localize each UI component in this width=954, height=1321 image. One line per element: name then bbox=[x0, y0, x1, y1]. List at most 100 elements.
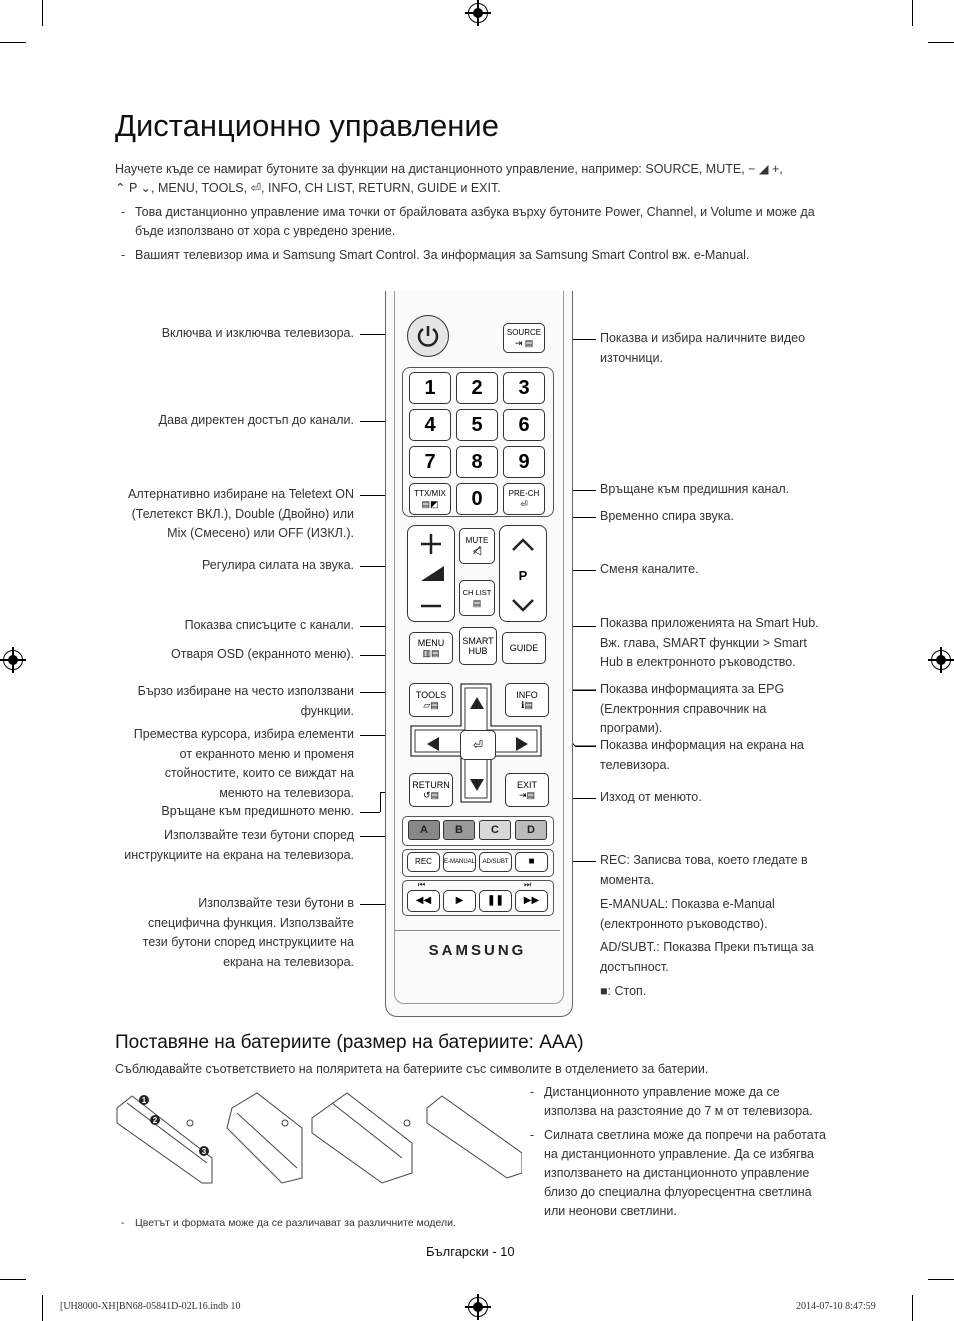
label-guide: Показва информацията за EPG (Електронния… bbox=[600, 682, 785, 735]
channel-arrows-icon: P bbox=[512, 538, 534, 612]
crop-mark bbox=[42, 0, 43, 26]
crop-mark bbox=[912, 1295, 913, 1321]
tools-icon: ▱▤ bbox=[423, 700, 439, 710]
menu-button[interactable]: MENU ▥▤ bbox=[409, 632, 453, 664]
remote-divider bbox=[395, 930, 560, 931]
exit-button[interactable]: EXIT ⇥▤ bbox=[505, 773, 549, 807]
registration-mark-icon bbox=[0, 647, 26, 673]
digit-button[interactable]: 9 bbox=[503, 446, 545, 478]
crop-mark bbox=[928, 42, 954, 43]
return-icon: ↺▤ bbox=[422, 790, 440, 800]
color-button-c[interactable]: C bbox=[479, 820, 511, 840]
mute-button[interactable]: MUTE ◁̸ bbox=[459, 528, 495, 564]
power-button[interactable] bbox=[407, 315, 449, 357]
label-color-buttons: Използвайте тези бутони според инструкци… bbox=[124, 828, 354, 862]
channel-rocker[interactable]: P bbox=[499, 525, 547, 622]
digit-button[interactable]: 6 bbox=[503, 409, 545, 441]
down-arrow-button[interactable] bbox=[466, 770, 488, 800]
digit-button[interactable]: 5 bbox=[456, 409, 498, 441]
rec-button[interactable]: REC bbox=[407, 852, 440, 872]
intro-line-1: Научете къде се намират бутоните за функ… bbox=[115, 162, 783, 176]
digit-button[interactable]: 7 bbox=[409, 446, 451, 478]
battery-illustration: 1 2 3 bbox=[116, 1092, 522, 1184]
crop-mark bbox=[0, 1279, 26, 1280]
color-button-b[interactable]: B bbox=[443, 820, 475, 840]
label-media-buttons: Използвайте тези бутони в специфична фун… bbox=[142, 896, 354, 969]
label-stop: ■: Стоп. bbox=[600, 984, 647, 998]
step-1-label: 1 bbox=[142, 1096, 147, 1105]
crop-mark bbox=[912, 0, 913, 26]
battery-heading: Поставяне на батериите (размер на батери… bbox=[115, 1032, 584, 1053]
digit-button-zero[interactable]: 0 bbox=[456, 483, 498, 515]
leader-line bbox=[360, 904, 405, 905]
leader-line bbox=[380, 792, 381, 812]
samsung-logo: SAMSUNG bbox=[428, 942, 527, 959]
color-button-a[interactable]: A bbox=[408, 820, 440, 840]
ad-subt-button[interactable]: AD/SUBT bbox=[479, 852, 512, 872]
teletext-icon: ▤◩ bbox=[421, 499, 439, 509]
menu-icon: ▥▤ bbox=[422, 648, 440, 658]
battery-note-distance: Дистанционното управление може да се изп… bbox=[530, 1083, 844, 1121]
leader-line bbox=[550, 861, 596, 862]
stop-button[interactable]: ■ bbox=[515, 852, 548, 872]
label-emanual: E-MANUAL: Показва e-Manual (електронното… bbox=[600, 897, 775, 931]
prev-track-icon: ⏮ bbox=[418, 880, 426, 889]
up-arrow-button[interactable] bbox=[466, 688, 488, 718]
info-button[interactable]: INFO ℹ▤ bbox=[505, 683, 549, 717]
e-manual-button[interactable]: E-MANUAL bbox=[443, 852, 476, 872]
pre-ch-button[interactable]: PRE-CH ⏎ bbox=[503, 483, 545, 515]
rewind-button[interactable]: ◀◀ bbox=[407, 890, 440, 912]
label-source: Показва и избира наличните видео източни… bbox=[600, 331, 806, 365]
digit-button[interactable]: 4 bbox=[409, 409, 451, 441]
number-pad bbox=[402, 367, 554, 517]
label-smart-hub: Показва приложенията на Smart Hub. Вж. г… bbox=[600, 616, 819, 669]
exit-icon: ⇥▤ bbox=[518, 790, 536, 800]
digit-button[interactable]: 8 bbox=[456, 446, 498, 478]
media-row-panel bbox=[402, 880, 554, 916]
next-track-icon: ⏭ bbox=[524, 880, 532, 889]
digit-button[interactable]: 3 bbox=[503, 372, 545, 404]
leader-line bbox=[360, 836, 405, 837]
label-chlist: Показва списъците с канали. bbox=[184, 618, 354, 632]
note-braille: Това дистанционно управление има точки о… bbox=[121, 203, 845, 241]
rec-row-panel bbox=[402, 849, 554, 877]
play-icon: ▶ bbox=[455, 895, 464, 906]
left-arrow-button[interactable] bbox=[418, 733, 448, 755]
ttx-mix-button[interactable]: TTX/MIX ▤◩ bbox=[409, 483, 451, 515]
play-button[interactable]: ▶ bbox=[443, 890, 476, 912]
color-button-d[interactable]: D bbox=[515, 820, 547, 840]
digit-button[interactable]: 2 bbox=[456, 372, 498, 404]
fast-forward-icon: ▶▶ bbox=[523, 895, 540, 906]
guide-button[interactable]: GUIDE bbox=[502, 632, 546, 664]
note-smart-control: Вашият телевизор има и Samsung Smart Con… bbox=[121, 246, 845, 265]
label-exit: Изход от менюто. bbox=[600, 790, 702, 804]
label-rec: REC: Записва това, което гледате в момен… bbox=[600, 853, 808, 887]
right-arrow-button[interactable] bbox=[507, 733, 537, 755]
ch-list-button[interactable]: CH LIST ▤ bbox=[459, 580, 495, 616]
stop-icon: ■ bbox=[528, 856, 535, 867]
smart-hub-button[interactable]: SMART HUB bbox=[459, 627, 497, 665]
source-button[interactable]: SOURCE ⇥ ▤ bbox=[503, 323, 545, 353]
step-3-label: 3 bbox=[202, 1147, 207, 1156]
volume-rocker[interactable] bbox=[407, 525, 455, 622]
digit-button[interactable]: 1 bbox=[409, 372, 451, 404]
footer-file: [UH8000-XH]BN68-05841D-02L16.indb 10 bbox=[60, 1301, 241, 1312]
right-arrow-icon bbox=[516, 737, 528, 751]
label-tools: Бързо избиране на често използвани функц… bbox=[137, 684, 354, 718]
enter-icon: ⏎ bbox=[472, 738, 484, 752]
crop-mark bbox=[42, 1295, 43, 1321]
enter-button[interactable]: ⏎ bbox=[460, 730, 496, 760]
footer-date: 2014-07-10 8:47:59 bbox=[796, 1301, 876, 1312]
mute-icon: ◁̸ bbox=[472, 545, 482, 557]
tools-button[interactable]: TOOLS ▱▤ bbox=[409, 683, 453, 717]
pause-button[interactable]: ❚❚ bbox=[479, 890, 512, 912]
label-info: Показва информация на екрана на телевизо… bbox=[600, 738, 804, 772]
fast-forward-button[interactable]: ▶▶ bbox=[515, 890, 548, 912]
return-button[interactable]: RETURN ↺▤ bbox=[409, 773, 453, 807]
up-arrow-icon bbox=[470, 697, 484, 709]
registration-mark-icon bbox=[928, 647, 954, 673]
registration-mark-icon bbox=[465, 0, 491, 26]
volume-icon bbox=[421, 534, 444, 608]
intro-line-2: ⌃ P ⌄, MENU, TOOLS, ⏎, INFO, CH LIST, RE… bbox=[115, 181, 501, 195]
label-mute: Временно спира звука. bbox=[600, 509, 734, 523]
